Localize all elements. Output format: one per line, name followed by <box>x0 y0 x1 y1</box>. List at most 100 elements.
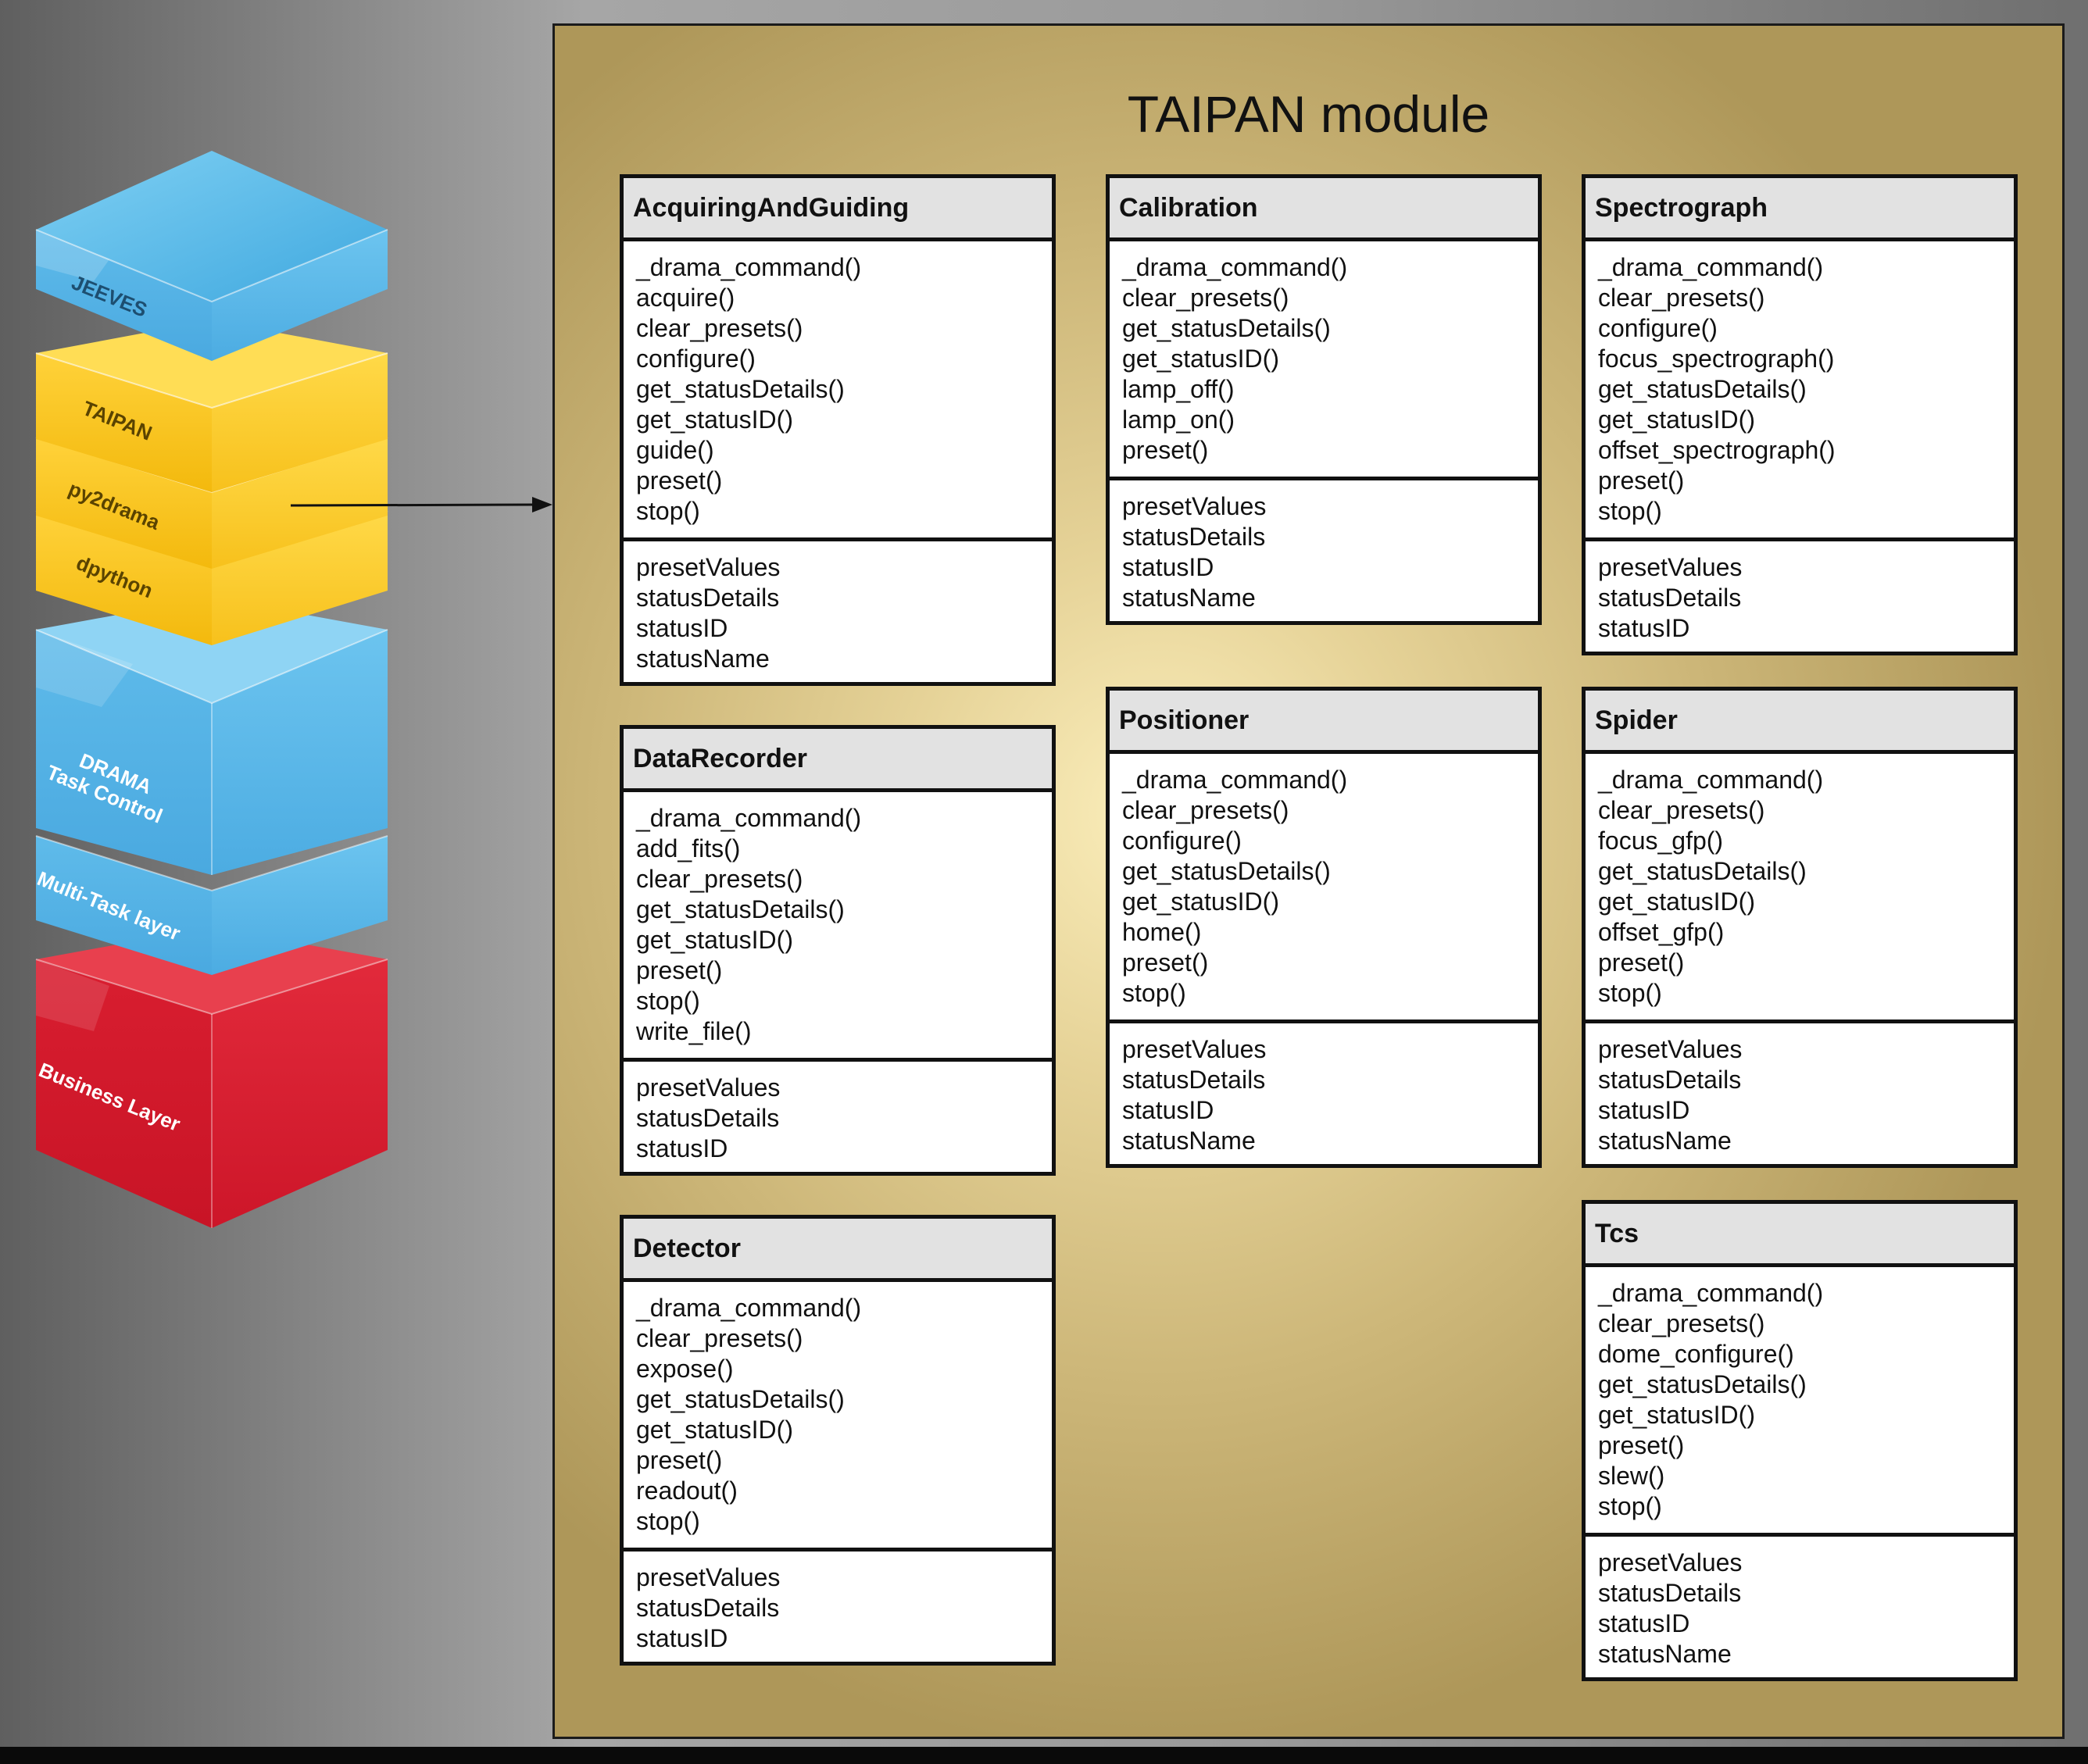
method-item: get_statusDetails() <box>1598 857 1807 885</box>
method-item: get_statusDetails() <box>1598 375 1807 403</box>
method-item: dome_configure() <box>1598 1340 1794 1368</box>
method-item: preset() <box>636 1446 723 1474</box>
attribute-item: statusDetails <box>636 1104 780 1132</box>
method-item: get_statusDetails() <box>636 375 845 403</box>
class-name: Detector <box>624 1219 1052 1282</box>
method-item: offset_spectrograph() <box>1598 436 1836 464</box>
jeeves-layer-block <box>35 151 388 361</box>
method-item: preset() <box>1598 1431 1685 1459</box>
method-item: lamp_off() <box>1122 375 1235 403</box>
attribute-item: statusDetails <box>1598 584 1742 612</box>
class-box-spectrograph: Spectrograph_drama_command()clear_preset… <box>1582 174 2018 655</box>
class-box-detector: Detector_drama_command()clear_presets()e… <box>620 1215 1056 1666</box>
attribute-item: statusID <box>636 1624 728 1652</box>
drama-task-control-block <box>35 598 388 875</box>
stack-to-module-arrow <box>290 497 552 512</box>
method-list: _drama_command()add_fits() clear_presets(… <box>624 792 1052 1062</box>
method-item: lamp_on() <box>1122 405 1235 434</box>
attribute-item: presetValues <box>1598 553 1743 581</box>
attribute-item: presetValues <box>1598 1035 1743 1063</box>
method-item: _drama_command() <box>1598 253 1824 281</box>
method-item: configure() <box>1122 827 1242 855</box>
method-item: _drama_command() <box>636 253 862 281</box>
method-item: preset() <box>636 956 723 984</box>
method-item: stop() <box>1598 979 1662 1007</box>
attribute-item: statusDetails <box>636 1594 780 1622</box>
method-item: stop() <box>1122 979 1186 1007</box>
attribute-item: statusName <box>636 645 770 673</box>
method-item: stop() <box>1598 497 1662 525</box>
method-item: get_statusID() <box>1598 1401 1755 1429</box>
method-item: configure() <box>1598 314 1718 342</box>
class-box-tcs: Tcs _drama_command()clear_presets() dome_c… <box>1582 1200 2018 1681</box>
attribute-item: statusID <box>1598 1609 1690 1637</box>
bottom-bar <box>0 1747 2088 1764</box>
method-list: _drama_command()clear_presets() dome_conf… <box>1586 1267 2014 1537</box>
attribute-item: statusDetails <box>1122 1066 1266 1094</box>
method-item: clear_presets() <box>636 865 803 893</box>
method-item: get_statusID() <box>1122 345 1279 373</box>
method-item: get_statusID() <box>1598 887 1755 916</box>
class-name: DataRecorder <box>624 729 1052 792</box>
method-list: _drama_command() clear_presets()configure… <box>1586 241 2014 541</box>
method-item: guide() <box>636 436 714 464</box>
method-item: _drama_command() <box>1598 766 1824 794</box>
method-item: _drama_command() <box>1598 1279 1824 1307</box>
method-item: stop() <box>636 987 700 1015</box>
attribute-item: statusID <box>1598 1096 1690 1124</box>
business-layer-block <box>35 927 388 1228</box>
method-item: get_statusID() <box>636 405 793 434</box>
class-box-positioner: Positioner_drama_command()clear_presets(… <box>1106 687 1542 1168</box>
method-item: get_statusDetails() <box>636 895 845 923</box>
method-item: _drama_command() <box>1122 253 1348 281</box>
method-item: _drama_command() <box>636 804 862 832</box>
method-item: clear_presets() <box>636 314 803 342</box>
method-item: get_statusDetails() <box>1598 1370 1807 1398</box>
method-item: configure() <box>636 345 756 373</box>
attribute-item: statusName <box>1598 1640 1732 1668</box>
class-name: Spider <box>1586 691 2014 754</box>
method-item: focus_gfp() <box>1598 827 1724 855</box>
method-item: preset() <box>1598 466 1685 495</box>
attribute-item: statusName <box>1122 1127 1256 1155</box>
attribute-item: statusID <box>1122 1096 1214 1124</box>
method-item: home() <box>1122 918 1202 946</box>
method-item: slew() <box>1598 1462 1665 1490</box>
method-item: acquire() <box>636 284 735 312</box>
method-item: preset() <box>1598 948 1685 977</box>
attribute-item: presetValues <box>1122 1035 1267 1063</box>
class-name: AcquiringAndGuiding <box>624 178 1052 241</box>
method-item: stop() <box>636 1507 700 1535</box>
module-title: TAIPAN module <box>1127 85 1490 143</box>
attribute-item: presetValues <box>1122 492 1267 520</box>
method-item: _drama_command() <box>636 1294 862 1322</box>
method-list: _drama_command() acquire()clear_presets()… <box>624 241 1052 541</box>
method-item: readout() <box>636 1477 738 1505</box>
class-name: Calibration <box>1110 178 1538 241</box>
attribute-item: statusID <box>636 614 728 642</box>
class-name: Positioner <box>1110 691 1538 754</box>
method-list: _drama_command()clear_presets()configure… <box>1110 754 1538 1023</box>
method-item: clear_presets() <box>1598 1309 1765 1337</box>
attribute-item: presetValues <box>636 1073 781 1102</box>
method-item: expose() <box>636 1355 734 1383</box>
method-list: _drama_command()clear_presets()get_statu… <box>1110 241 1538 480</box>
attribute-item: statusDetails <box>1122 523 1266 551</box>
class-box-calibration: Calibration_drama_command()clear_presets… <box>1106 174 1542 625</box>
multi-task-layer-block <box>35 835 388 975</box>
class-name: Tcs <box>1586 1204 2014 1267</box>
attribute-item: statusName <box>1122 584 1256 612</box>
method-item: get_statusDetails() <box>1122 314 1331 342</box>
method-item: get_statusID() <box>1122 887 1279 916</box>
method-item: clear_presets() <box>1598 284 1765 312</box>
method-item: get_statusID() <box>636 1416 793 1444</box>
method-item: add_fits() <box>636 834 741 862</box>
attribute-item: statusID <box>636 1134 728 1162</box>
method-item: get_statusID() <box>636 926 793 954</box>
